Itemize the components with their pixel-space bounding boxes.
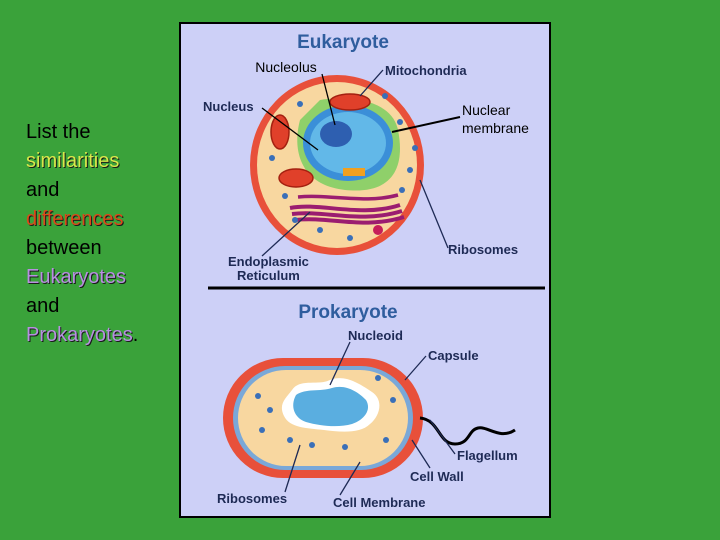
label-capsule: Capsule: [428, 348, 479, 363]
prompt-and-2: and: [26, 295, 60, 317]
label-er-2: Reticulum: [237, 268, 300, 283]
prokaryote-title: Prokaryote: [298, 302, 397, 323]
prompt-line-list: List the: [26, 121, 91, 143]
label-cell-wall: Cell Wall: [410, 469, 464, 484]
label-flagellum: Flagellum: [457, 448, 518, 463]
prompt-and-1: and: [26, 179, 60, 201]
flagellum: [419, 416, 516, 446]
label-ribosomes-pro: Ribosomes: [217, 491, 287, 506]
prompt-differences: differences: [26, 208, 124, 230]
prompt-period: .: [132, 324, 139, 346]
prompt-between: between: [26, 237, 102, 259]
label-mitochondria: Mitochondria: [385, 63, 467, 78]
label-er-1: Endoplasmic: [228, 254, 309, 269]
eukaryote-cell: [250, 75, 424, 255]
label-ribosomes-euk: Ribosomes: [448, 242, 518, 257]
nucleolus: [320, 121, 352, 147]
prompt-text: List the similarities and differences be…: [26, 118, 186, 350]
label-cell-membrane: Cell Membrane: [333, 495, 425, 510]
prompt-prokaryotes: Prokaryotes: [26, 324, 133, 346]
label-nuclear-membrane-2: membrane: [462, 120, 529, 136]
prokaryote-cell: [223, 358, 516, 478]
eukaryote-title: Eukaryote: [297, 32, 389, 53]
label-nucleus: Nucleus: [203, 99, 254, 114]
mitochondrion: [329, 93, 371, 111]
label-nucleolus: Nucleolus: [255, 59, 316, 75]
prompt-prokaryotes-line: Prokaryotes.: [26, 321, 186, 350]
mitochondrion: [270, 114, 290, 150]
label-nucleoid: Nucleoid: [348, 328, 403, 343]
prompt-eukaryotes: Eukaryotes: [26, 266, 127, 288]
label-nuclear-membrane-1: Nuclear: [462, 102, 511, 118]
prompt-similarities: similarities: [26, 150, 120, 172]
mitochondrion: [278, 168, 314, 188]
